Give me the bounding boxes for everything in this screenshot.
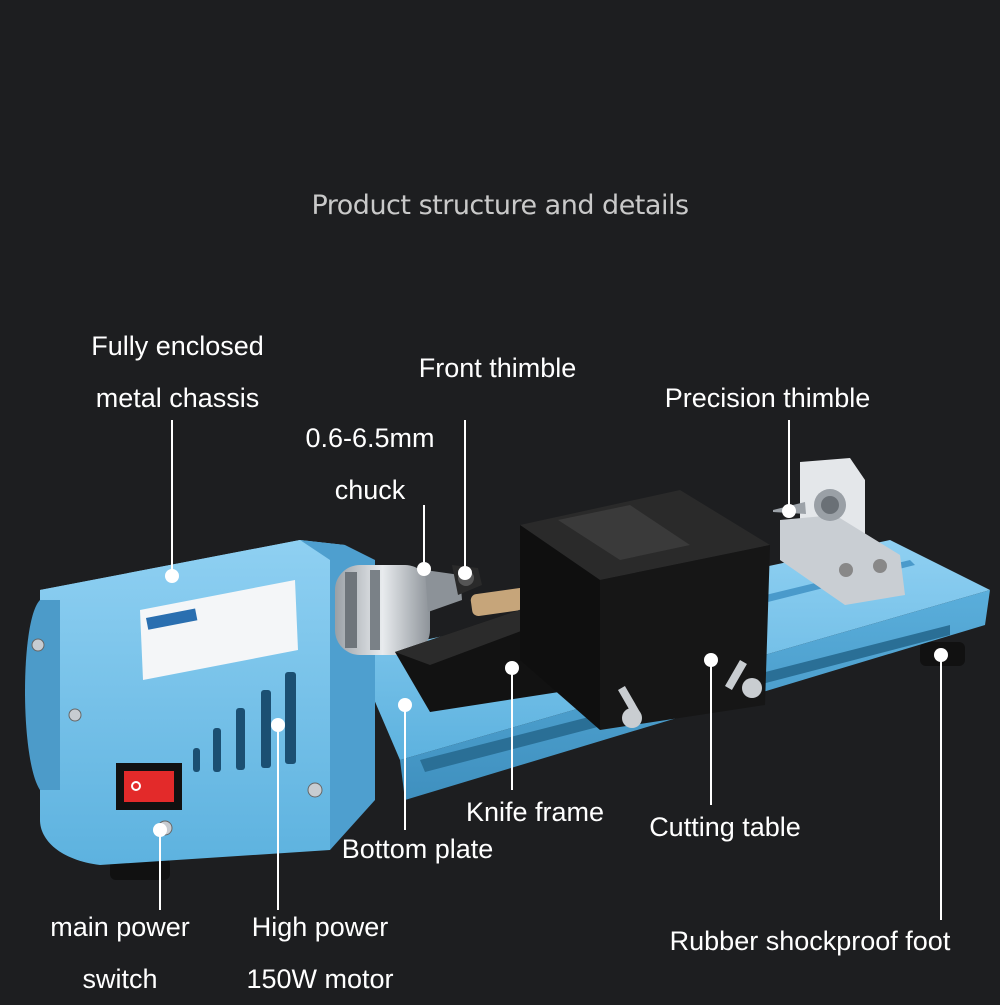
- cutting-table: [520, 490, 770, 730]
- vent-slots: [193, 672, 296, 772]
- leader-lines: [159, 420, 942, 920]
- label-knife-frame: Knife frame: [465, 797, 605, 827]
- power-switch: [116, 763, 182, 810]
- label-motor-line2: 150W motor: [246, 964, 394, 994]
- label-cutting-table: Cutting table: [649, 812, 801, 842]
- label-front-thimble: Front thimble: [418, 353, 577, 383]
- rubber-feet: [110, 642, 965, 880]
- metal-chassis: [25, 540, 375, 865]
- label-motor-line1: High power: [251, 912, 389, 942]
- label-chuck-line1: 0.6-6.5mm: [305, 423, 435, 453]
- page-title: Product structure and details: [311, 190, 689, 221]
- label-chassis-line2: metal chassis: [95, 383, 260, 413]
- label-precision-thimble: Precision thimble: [664, 383, 871, 413]
- spec-label: [140, 580, 298, 680]
- label-power-switch: main power switch: [30, 901, 210, 1005]
- label-power-switch-line2: switch: [82, 964, 158, 994]
- label-chassis: Fully enclosed metal chassis: [70, 320, 285, 424]
- label-power-switch-line1: main power: [50, 912, 190, 942]
- label-foot: Rubber shockproof foot: [669, 926, 951, 956]
- leader-dots: [153, 504, 948, 837]
- label-chuck: 0.6-6.5mm chuck: [285, 412, 455, 516]
- label-motor: High power 150W motor: [225, 901, 415, 1005]
- label-bottom-plate: Bottom plate: [341, 834, 494, 864]
- label-chuck-line2: chuck: [334, 475, 406, 505]
- chuck: [335, 565, 462, 655]
- label-chassis-line1: Fully enclosed: [91, 331, 264, 361]
- tailstock: [773, 458, 905, 605]
